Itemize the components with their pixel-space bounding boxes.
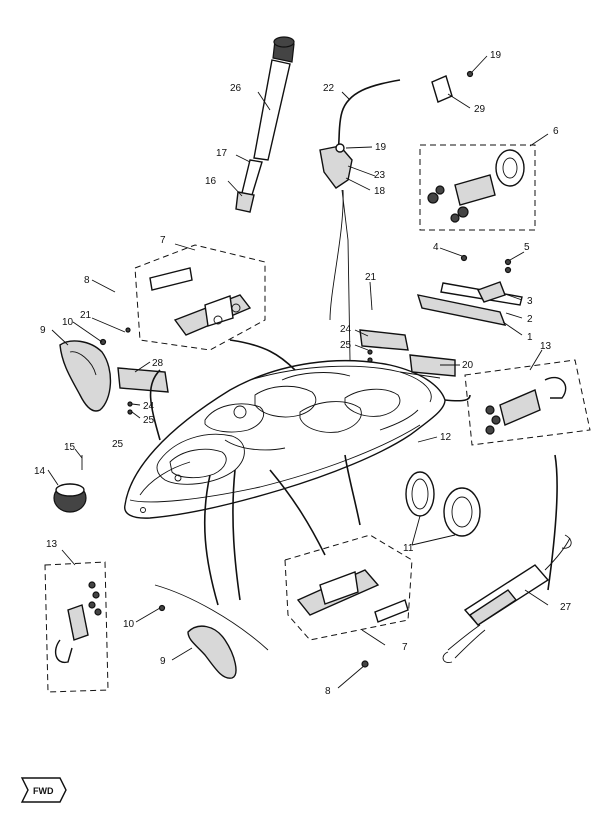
callout-9-top: 9 (40, 325, 46, 336)
callout-7-top: 7 (160, 235, 166, 246)
callout-labels: 1 2 3 4 5 6 7 7 8 8 9 9 10 10 11 12 13 1… (34, 50, 572, 697)
group-13-left (44, 561, 109, 693)
panel-9-bottom (154, 584, 269, 679)
group-7-top (134, 244, 266, 351)
callout-27: 27 (560, 602, 572, 613)
callout-5: 5 (524, 242, 530, 253)
leader-lines (47, 55, 549, 689)
callout-3: 3 (527, 296, 533, 307)
callout-13-left: 13 (46, 539, 58, 550)
callout-10-top: 10 (62, 317, 74, 328)
connection-lines (149, 339, 558, 606)
group-6 (419, 144, 536, 231)
callout-23: 23 (374, 170, 386, 181)
callout-28: 28 (152, 358, 164, 369)
strap-27 (442, 534, 572, 663)
callout-17: 17 (216, 148, 228, 159)
callout-26: 26 (230, 83, 242, 94)
callout-24-left: 24 (143, 401, 155, 412)
callout-12: 12 (440, 432, 452, 443)
steering-pole (235, 36, 295, 213)
bracket-29 (431, 70, 474, 103)
deck-strips (416, 254, 523, 326)
cap-14 (53, 455, 87, 513)
callout-21-left: 21 (80, 310, 92, 321)
fwd-arrow-icon: FWD (20, 777, 67, 803)
callout-19-mid: 19 (375, 142, 387, 153)
callout-10-bottom: 10 (123, 619, 135, 630)
callout-25-left: 25 (143, 415, 155, 426)
callout-20: 20 (462, 360, 474, 371)
callout-13-right: 13 (540, 341, 552, 352)
callout-4: 4 (433, 242, 439, 253)
callout-8-top: 8 (84, 275, 90, 286)
panel-9-left (59, 327, 131, 412)
callout-19-top: 19 (490, 50, 502, 61)
callout-9-bottom: 9 (160, 656, 166, 667)
callout-22: 22 (323, 83, 335, 94)
callout-11: 11 (403, 543, 414, 554)
cable-assembly (319, 79, 401, 361)
callout-15: 15 (64, 442, 76, 453)
callout-14: 14 (34, 466, 46, 477)
hull-deck (124, 360, 446, 519)
callout-16: 16 (205, 176, 217, 187)
callout-1: 1 (527, 332, 533, 343)
group-13-right (464, 359, 591, 446)
callout-2: 2 (527, 314, 533, 325)
callout-6: 6 (553, 126, 559, 137)
callout-7-bottom: 7 (402, 642, 408, 653)
callout-24-right: 24 (340, 324, 352, 335)
callout-25-lower: 25 (112, 439, 124, 450)
callout-25-right: 25 (340, 340, 352, 351)
pads (117, 329, 456, 415)
callout-29: 29 (474, 104, 486, 115)
callout-21-right: 21 (365, 272, 377, 283)
callout-18: 18 (374, 186, 386, 197)
callout-8-bottom: 8 (325, 686, 331, 697)
rings-11 (405, 471, 481, 537)
fwd-label: FWD (33, 786, 54, 796)
group-7-bottom (284, 534, 413, 641)
